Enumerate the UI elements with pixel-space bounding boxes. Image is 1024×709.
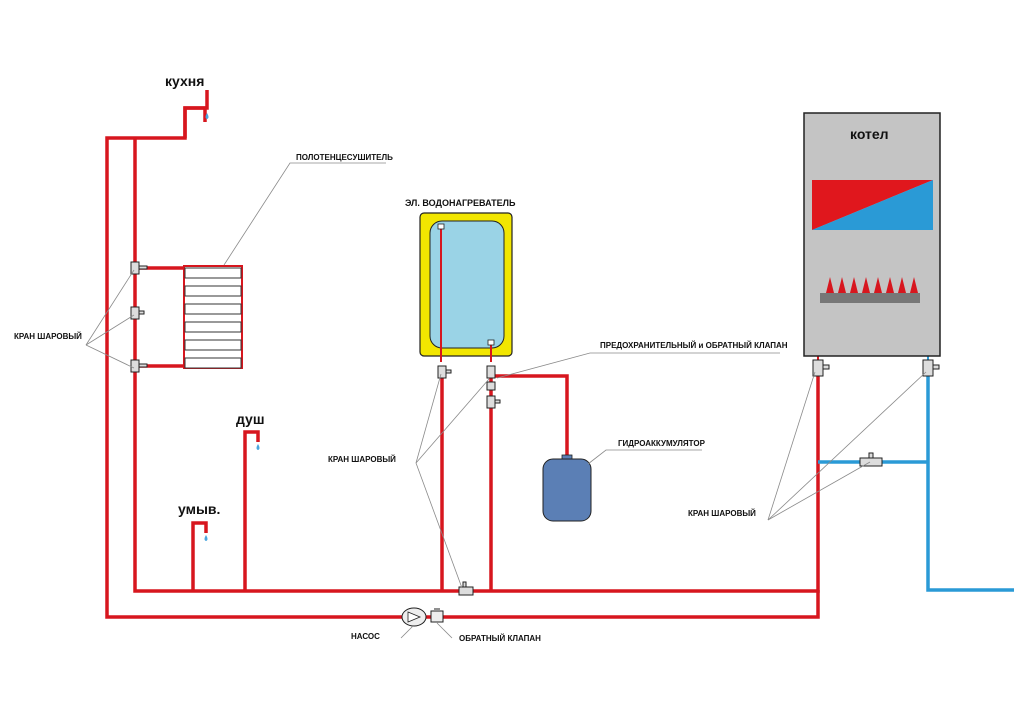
- check-valve-icon: [430, 608, 444, 623]
- heater-valve-icon: [437, 365, 501, 409]
- ball-valve-mid-label: КРАН ШАРОВЫЙ: [328, 455, 396, 464]
- pump-label: НАСОС: [351, 632, 380, 641]
- leader-lines: [85, 162, 927, 639]
- boiler-valve-icon: [812, 359, 940, 377]
- cold-inlet-pipe: [926, 360, 1014, 592]
- shower-pipe: [243, 430, 260, 591]
- ball-valve-left-label: КРАН ШАРОВЫЙ: [14, 332, 82, 341]
- main-ball-valve-icon: [458, 581, 474, 596]
- washbasin-label: умыв.: [178, 501, 220, 517]
- water-heater-label: ЭЛ. ВОДОНАГРЕВАТЕЛЬ: [405, 198, 516, 208]
- accumulator-label: ГИДРОАККУМУЛЯТОР: [618, 439, 706, 448]
- safety-valve-label: ПРЕДОХРАНИТЕЛЬНЫЙ и ОБРАТНЫЙ КЛАПАН: [600, 341, 788, 350]
- ball-valve-icon: [130, 261, 148, 373]
- kitchen-label: кухня: [165, 73, 204, 89]
- bypass-valve-icon: [859, 452, 883, 467]
- boiler-label: котел: [850, 126, 889, 142]
- towel-dryer: [183, 265, 243, 369]
- shower-drop-icon: [256, 444, 260, 450]
- washbasin-pipe: [191, 521, 208, 591]
- electric-water-heater: [419, 212, 513, 409]
- shower-label: душ: [236, 411, 265, 427]
- kitchen-drop-icon: [205, 113, 209, 119]
- washbasin-drop-icon: [204, 535, 208, 541]
- towel-dryer-label: ПОЛОТЕНЦЕСУШИТЕЛЬ: [296, 153, 393, 162]
- kitchen-pipe: [183, 106, 207, 138]
- check-valve-label: ОБРАТНЫЙ КЛАПАН: [459, 634, 541, 643]
- accumulator-pipe: [491, 374, 569, 458]
- ball-valve-right-label: КРАН ШАРОВЫЙ: [688, 509, 756, 518]
- pump-icon: [401, 607, 427, 627]
- gas-boiler: [803, 112, 941, 377]
- hydro-accumulator: [542, 454, 592, 522]
